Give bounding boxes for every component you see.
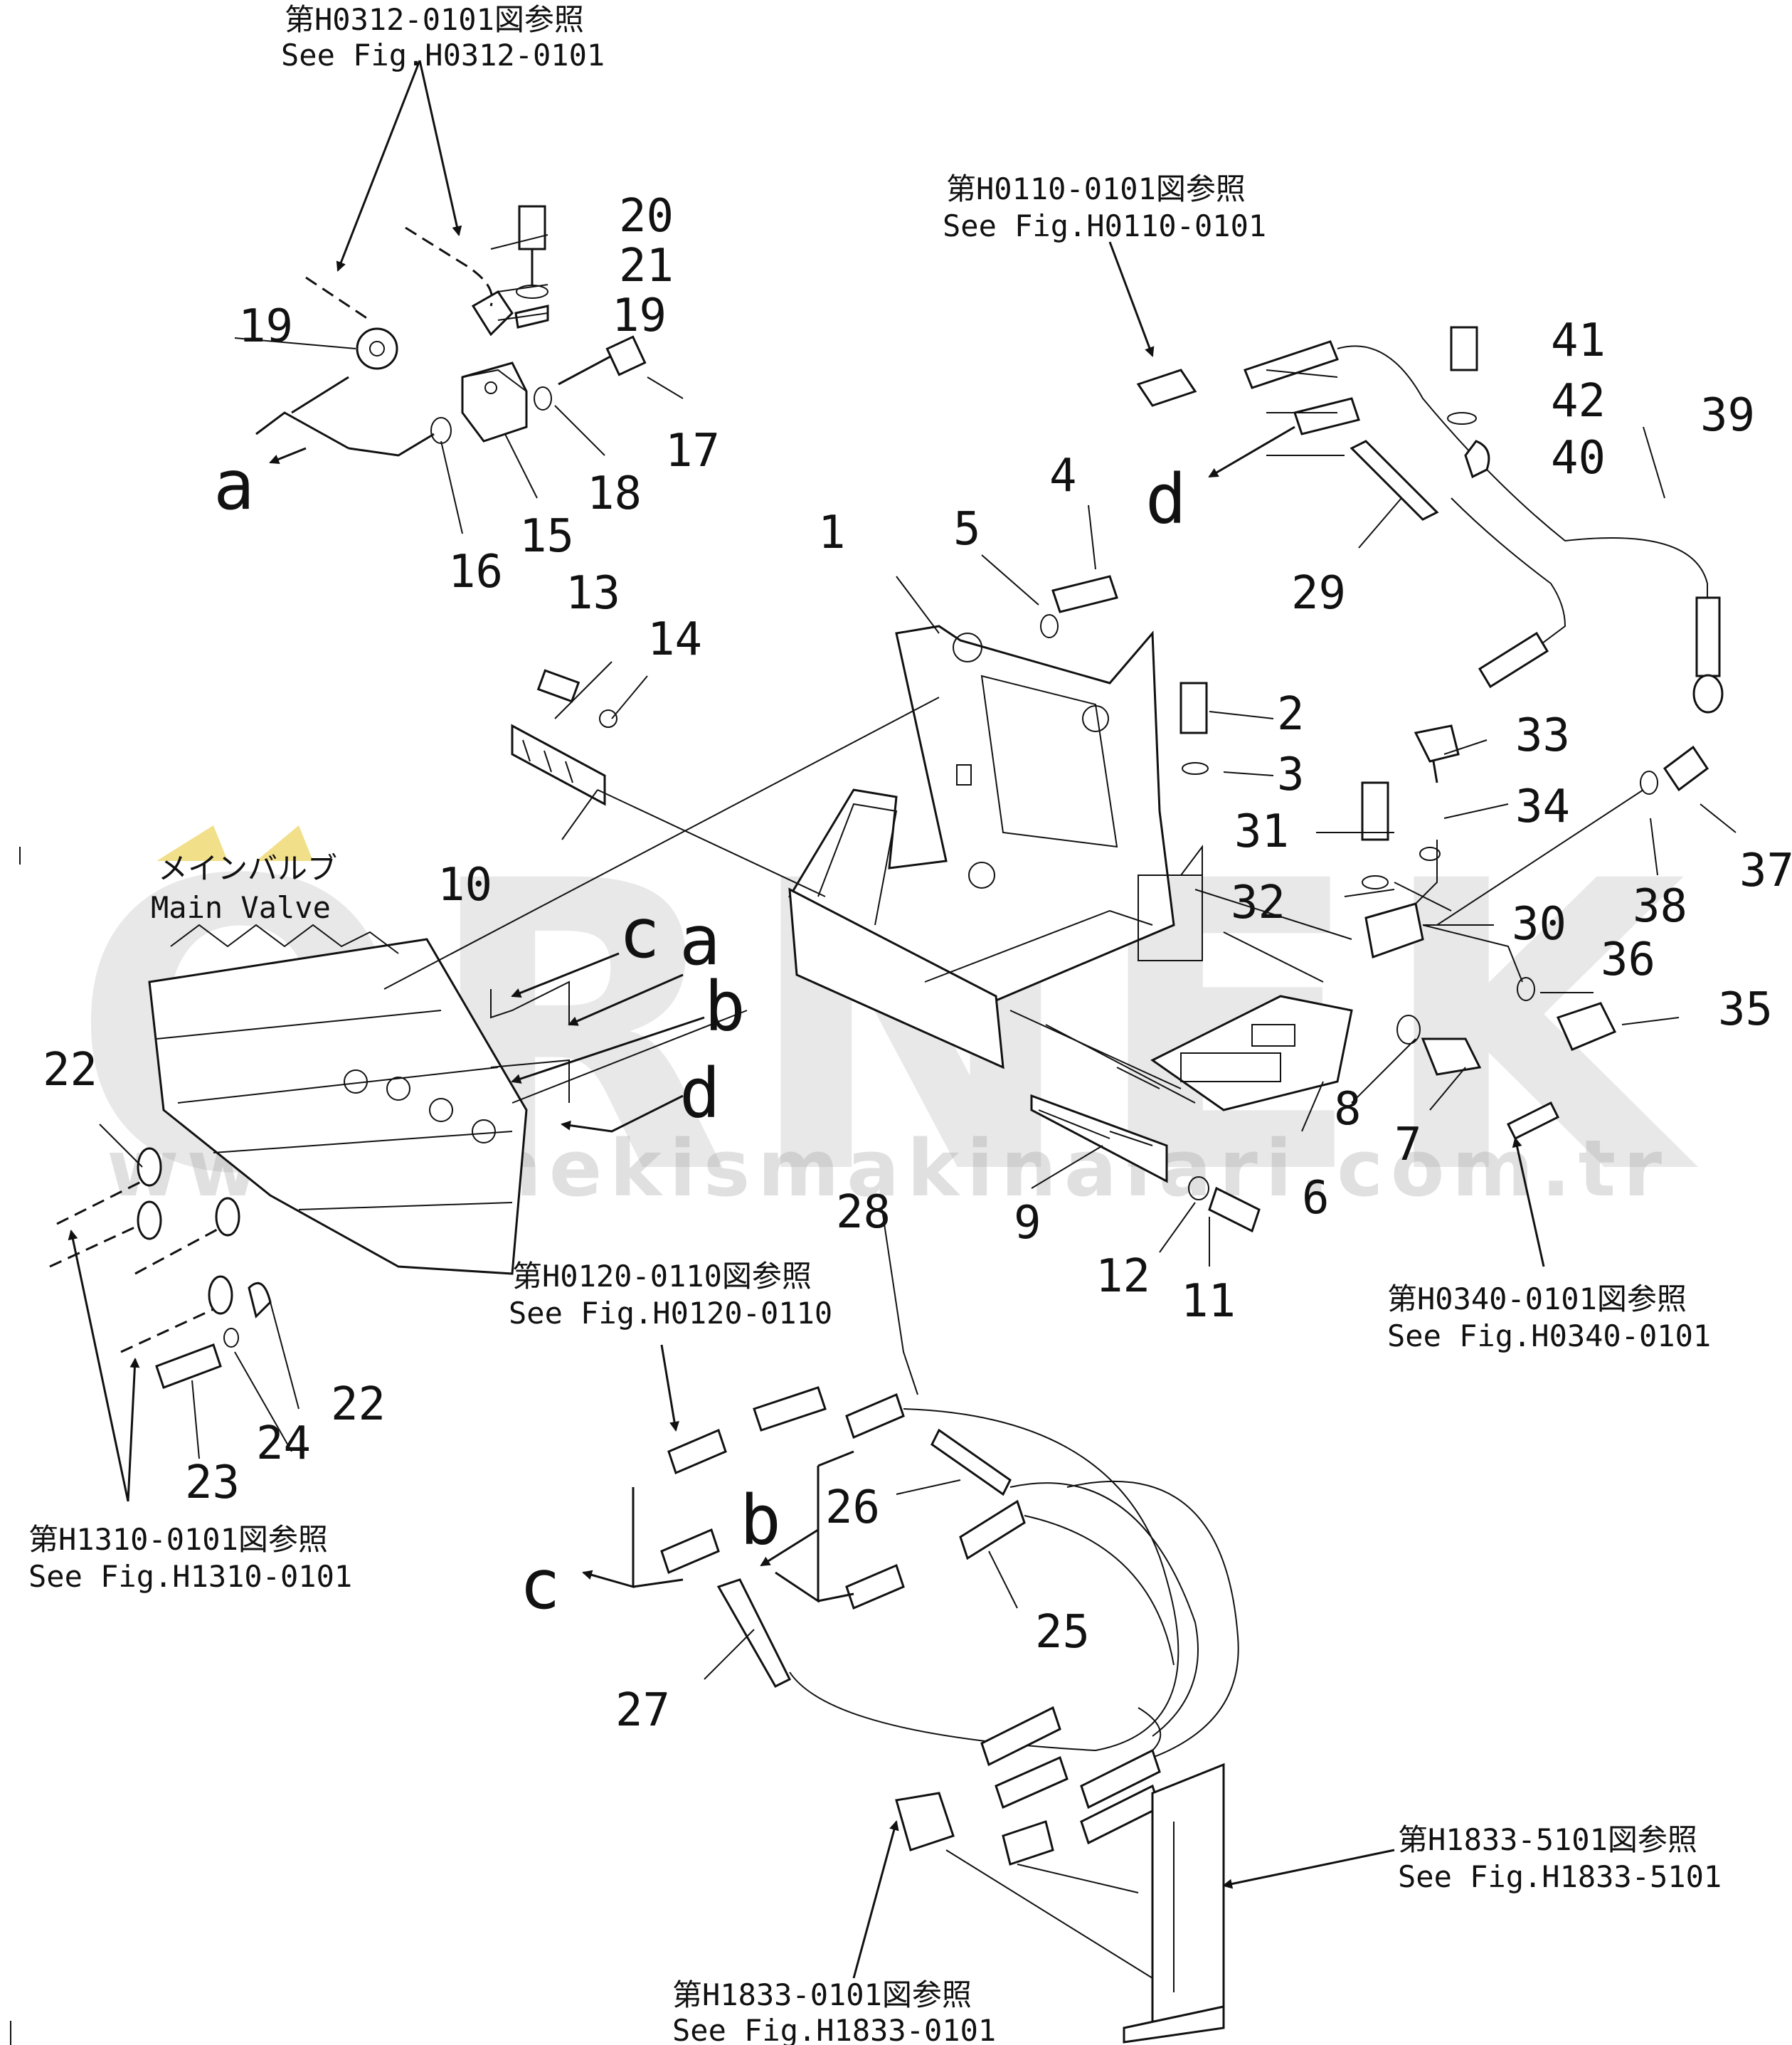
part-number-5: 5 (953, 503, 981, 556)
connection-letter-a-top: a (213, 445, 255, 525)
ref-h1310-en: See Fig.H1310-0101 (28, 1559, 352, 1594)
right-valve-block (1040, 575, 1709, 1233)
part-number-31: 31 (1234, 805, 1289, 858)
ref-h0120-jp: 第H0120-0110図参照 (512, 1259, 812, 1294)
connection-letter-d-valve: d (679, 1054, 721, 1134)
part-number-23: 23 (185, 1457, 240, 1509)
figure-references: 第H0312-0101図参照 See Fig.H0312-0101 第H0110… (28, 2, 1722, 2045)
ref-h0312-en: See Fig.H0312-0101 (281, 38, 605, 73)
part-number-33: 33 (1515, 709, 1570, 762)
part-number-4: 4 (1049, 450, 1077, 502)
part-number-14: 14 (647, 613, 702, 666)
connection-letter-c-lower: c (519, 1545, 561, 1624)
connection-letters: a d c a b d b c (213, 445, 1187, 1624)
main-frame-bracket (788, 625, 1203, 1069)
part-number-15: 15 (519, 510, 574, 563)
ref-h0340-en: See Fig.H0340-0101 (1387, 1319, 1711, 1353)
part-number-13: 13 (566, 567, 620, 620)
part-number-21: 21 (619, 240, 674, 292)
mounting-plate (1150, 995, 1353, 1111)
part-number-22-top: 22 (43, 1044, 97, 1097)
part-number-9: 9 (1014, 1197, 1041, 1249)
part-number-7: 7 (1394, 1119, 1422, 1171)
part-number-38: 38 (1633, 880, 1687, 933)
part-number-8: 8 (1334, 1083, 1362, 1136)
ref-h0312-jp: 第H0312-0101図参照 (285, 2, 584, 37)
ref-h1833-0101-en: See Fig.H1833-0101 (672, 2013, 996, 2045)
part-number-10: 10 (438, 859, 492, 911)
part-number-3: 3 (1277, 749, 1305, 801)
connection-letter-a-valve: a (679, 901, 721, 981)
part-number-18: 18 (587, 467, 642, 520)
main-valve-label-en: Main Valve (151, 890, 331, 925)
part-number-22-bottom: 22 (331, 1378, 386, 1431)
ref-h0110-en: See Fig.H0110-0101 (943, 208, 1266, 243)
part-numbers: 1 2 3 4 5 6 7 8 9 10 11 12 13 14 15 16 1… (43, 190, 1792, 1737)
main-valve-label: メインバルブ Main Valve (151, 851, 337, 925)
switch-bracket (511, 669, 617, 806)
valve-block-assembly (305, 205, 647, 444)
ref-h0110-jp: 第H0110-0101図参照 (946, 171, 1246, 206)
part-number-19-right: 19 (612, 290, 667, 342)
ref-h1310-jp: 第H1310-0101図参照 (28, 1522, 328, 1557)
right-upper-hose-assembly (1136, 326, 1724, 783)
part-number-16: 16 (448, 546, 503, 598)
watermark-logo-mark (157, 825, 313, 861)
part-number-39: 39 (1700, 389, 1755, 442)
main-valve (148, 924, 528, 1275)
ref-h0340-jp: 第H0340-0101図参照 (1387, 1282, 1687, 1316)
connection-letter-b-lower: b (740, 1481, 781, 1560)
ref-h1833-0101-jp: 第H1833-0101図参照 (672, 1977, 972, 2012)
lower-left-hoses (49, 1147, 272, 1389)
pedal-stand (945, 1763, 1225, 2044)
part-number-35: 35 (1718, 983, 1773, 1036)
part-number-27: 27 (615, 1684, 670, 1737)
part-number-36: 36 (1601, 934, 1655, 986)
lower-center-hoses (660, 1386, 1239, 1866)
part-number-28: 28 (836, 1186, 891, 1239)
connection-letter-b-valve: b (704, 967, 746, 1047)
part-number-20: 20 (619, 190, 674, 243)
ref-h1833-5101-jp: 第H1833-5101図参照 (1398, 1822, 1697, 1857)
part-number-11: 11 (1181, 1275, 1236, 1328)
ref-h0120-en: See Fig.H0120-0110 (509, 1296, 832, 1331)
part-number-24: 24 (256, 1417, 311, 1470)
ref-h1833-5101-en: See Fig.H1833-5101 (1398, 1859, 1722, 1894)
main-valve-label-jp: メインバルブ (158, 851, 337, 886)
strip-plate (1030, 1094, 1168, 1183)
part-number-29: 29 (1291, 567, 1346, 620)
part-number-26: 26 (825, 1481, 880, 1534)
part-number-40: 40 (1551, 432, 1606, 485)
part-number-1: 1 (818, 507, 846, 559)
part-number-41: 41 (1551, 315, 1606, 367)
part-number-34: 34 (1515, 781, 1570, 833)
part-number-19-left: 19 (238, 300, 293, 353)
connection-letter-d-top: d (1145, 460, 1187, 539)
part-number-17: 17 (665, 425, 720, 477)
part-number-42: 42 (1551, 375, 1606, 428)
part-number-37: 37 (1739, 845, 1792, 897)
part-number-12: 12 (1096, 1250, 1150, 1303)
part-number-6: 6 (1302, 1172, 1330, 1225)
part-number-25: 25 (1035, 1606, 1090, 1659)
part-number-30: 30 (1512, 898, 1566, 951)
part-number-32: 32 (1231, 877, 1285, 929)
connection-letter-c-valve: c (619, 894, 660, 973)
part-number-2: 2 (1277, 688, 1305, 741)
leader-lines (68, 60, 1737, 1979)
